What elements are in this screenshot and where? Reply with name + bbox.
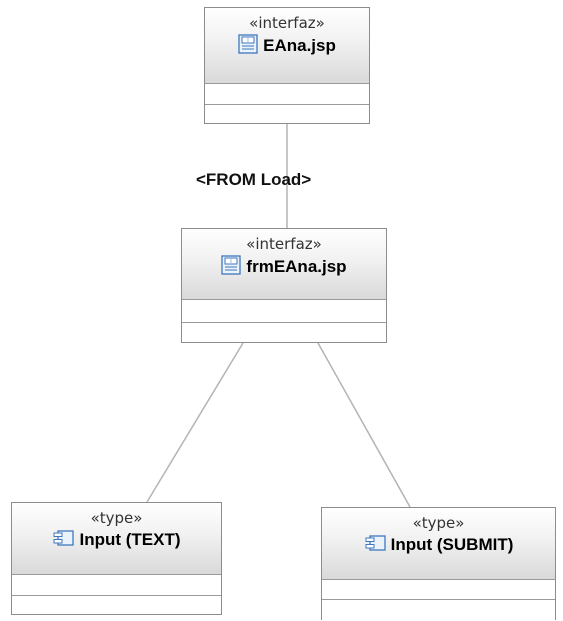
node-name: Input (TEXT) xyxy=(79,530,181,549)
interface-icon: I xyxy=(238,34,258,58)
link-frmeana-input-text[interactable] xyxy=(146,342,244,503)
node-name: EAna.jsp xyxy=(263,36,336,55)
operations-compartment xyxy=(322,600,555,621)
attributes-compartment xyxy=(182,300,386,323)
operations-compartment xyxy=(205,105,369,123)
attributes-compartment xyxy=(12,575,221,596)
operations-compartment xyxy=(182,323,386,342)
operations-compartment xyxy=(12,596,221,614)
node-eana[interactable]: «interfaz» I EAna.jsp xyxy=(204,7,370,124)
link-label-from-load: <FROM Load> xyxy=(196,170,312,189)
component-icon xyxy=(52,529,75,551)
attributes-compartment xyxy=(322,580,555,600)
stereotype-label: «type» xyxy=(90,509,143,527)
interface-icon: I xyxy=(221,255,242,279)
attributes-compartment xyxy=(205,84,369,105)
node-frmeana[interactable]: «interfaz» I frmEAna.jsp xyxy=(181,228,387,343)
node-input-text[interactable]: «type» Input (TEXT) xyxy=(11,502,222,615)
svg-text:I: I xyxy=(231,259,232,265)
node-name: frmEAna.jsp xyxy=(246,257,347,276)
link-frmeana-input-submit[interactable] xyxy=(317,342,411,508)
node-name: Input (SUBMIT) xyxy=(390,535,514,554)
component-icon xyxy=(364,534,386,556)
stereotype-label: «type» xyxy=(412,514,465,532)
node-input-submit[interactable]: «type» Input (SUBMIT) xyxy=(321,507,556,620)
svg-text:I: I xyxy=(247,38,248,44)
stereotype-label: «interfaz» xyxy=(249,14,325,32)
stereotype-label: «interfaz» xyxy=(246,235,322,253)
